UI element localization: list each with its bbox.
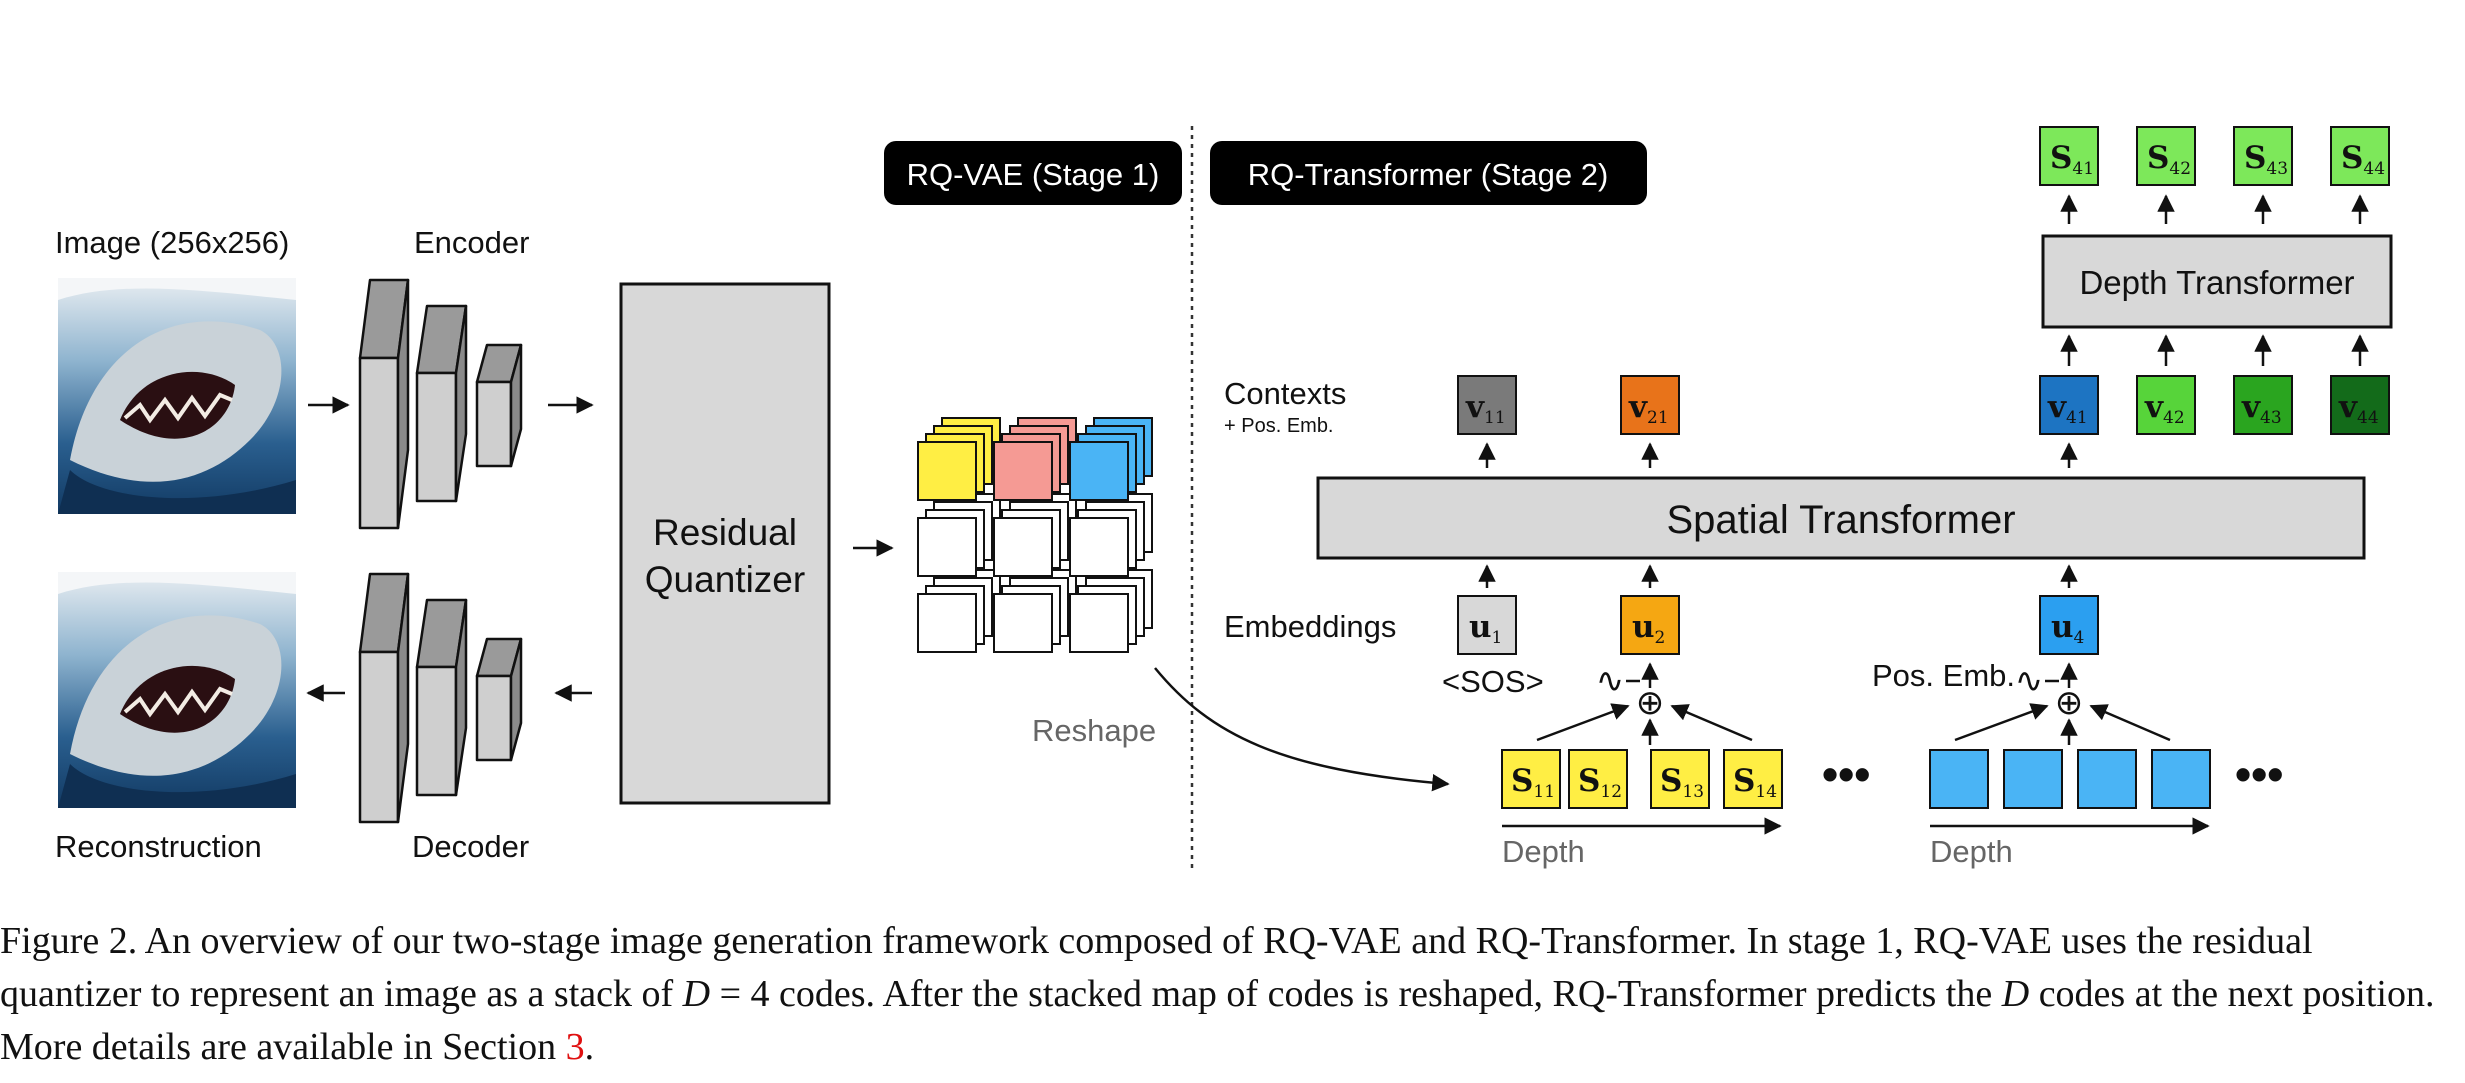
output-token-s44: S44 (2330, 126, 2390, 186)
sum-node-left: ⊕ ∿ (1536, 661, 1753, 745)
context-to-depth-arrows (2060, 334, 2369, 366)
context-tokens: v11 v21 v41 v42 v43 v44 (1457, 375, 2390, 435)
output-token-s43: S43 (2233, 126, 2293, 186)
encoder-label: Encoder (414, 225, 529, 260)
code-token-s14: S14 (1723, 749, 1783, 809)
svg-text:S42: S42 (2147, 140, 2191, 179)
spatial-transformer-label: Spatial Transformer (1666, 498, 2015, 542)
ellipsis-left: ••• (1822, 748, 1870, 800)
plus-icon: ⊕ (2055, 683, 2084, 723)
sum-node-right: ⊕ ∿ (1954, 661, 2171, 745)
pos-emb-small-label: + Pos. Emb. (1224, 415, 1334, 437)
svg-text:v21: v21 (1628, 389, 1669, 428)
input-image (58, 278, 296, 514)
code-tokens: S11 S12 S13 S14 (1501, 749, 1783, 809)
figure-caption: Figure 2. An overview of our two-stage i… (0, 915, 2440, 1074)
reshape-label: Reshape (1032, 713, 1156, 748)
reconstruction-image (58, 572, 296, 808)
stage2-pill: RQ-Transformer (Stage 2) (1210, 141, 1647, 205)
code-stack-front (917, 441, 1129, 653)
pos-emb-label: Pos. Emb. (1872, 658, 2015, 693)
svg-text:S13: S13 (1660, 763, 1704, 802)
embeddings-label: Embeddings (1224, 609, 1396, 644)
code-stack (917, 417, 1153, 653)
stage2-label: RQ-Transformer (Stage 2) (1248, 157, 1609, 192)
embedding-tokens: u1 u2 u4 (1457, 595, 2099, 655)
quantizer-line2: Quantizer (645, 559, 805, 600)
context-token-v43: v43 (2233, 375, 2293, 435)
svg-text:v11: v11 (1465, 389, 1506, 428)
encoder-layers (358, 278, 523, 530)
svg-text:u4: u4 (2051, 609, 2084, 648)
reshape-arrow (1154, 667, 1450, 792)
contexts-label: Contexts (1224, 376, 1346, 411)
code-tokens-blue (1929, 749, 2211, 809)
section-reference-link[interactable]: 3 (565, 1026, 585, 1068)
caption-math-d2: D (2001, 973, 2030, 1015)
reconstruction-label: Reconstruction (55, 829, 262, 864)
embedding-token-u4: u4 (2039, 595, 2099, 655)
caption-text-end: . (584, 1026, 595, 1068)
code-token-s11: S11 (1501, 749, 1561, 809)
depth-label-right: Depth (1930, 834, 2013, 869)
svg-text:S14: S14 (1733, 763, 1777, 802)
svg-text:S11: S11 (1511, 763, 1555, 802)
embedding-token-u1: u1 (1457, 595, 1517, 655)
svg-text:S44: S44 (2341, 140, 2385, 179)
output-tokens: S41 S42 S43 S44 (2039, 126, 2390, 186)
output-token-s42: S42 (2136, 126, 2196, 186)
figure-diagram: RQ-VAE (Stage 1) RQ-Transformer (Stage 2… (55, 126, 2393, 870)
decoder-label: Decoder (412, 829, 529, 864)
context-token-v21: v21 (1620, 375, 1680, 435)
context-token-v41: v41 (2039, 375, 2099, 435)
sine-icon: ∿ (2015, 661, 2044, 701)
svg-text:v43: v43 (2241, 389, 2282, 428)
svg-text:S41: S41 (2050, 140, 2094, 179)
caption-math-d1: D (682, 973, 711, 1015)
svg-text:v44: v44 (2338, 389, 2379, 428)
stage1-pill: RQ-VAE (Stage 1) (884, 141, 1182, 205)
code-token-s12: S12 (1568, 749, 1628, 809)
context-token-v44: v44 (2330, 375, 2390, 435)
svg-text:v41: v41 (2047, 389, 2088, 428)
svg-text:S12: S12 (1578, 763, 1622, 802)
plus-icon: ⊕ (1636, 683, 1665, 723)
code-token-s13: S13 (1650, 749, 1710, 809)
depth-output-arrows (2060, 194, 2369, 224)
context-token-v42: v42 (2136, 375, 2196, 435)
quantizer-line1: Residual (653, 512, 797, 553)
depth-transformer-box: Depth Transformer (2041, 234, 2393, 329)
spatial-to-context-arrows (1478, 442, 2078, 468)
caption-text-1: Figure 2. An overview of our two-stage i… (0, 920, 2313, 1015)
embedding-to-spatial-arrows (1478, 564, 2078, 588)
depth-label-left: Depth (1502, 834, 1585, 869)
residual-quantizer-box: Residual Quantizer (619, 282, 831, 805)
caption-text-3: codes at the next position. More details… (0, 973, 2435, 1068)
context-token-v11: v11 (1457, 375, 1517, 435)
caption-text-2: = 4 codes. After the stacked map of code… (710, 973, 2002, 1015)
sos-label: <SOS> (1442, 664, 1544, 699)
embedding-token-u2: u2 (1620, 595, 1680, 655)
ellipsis-right: ••• (2235, 748, 2283, 800)
svg-text:u2: u2 (1632, 609, 1665, 648)
svg-text:u1: u1 (1469, 609, 1502, 648)
spatial-transformer-box: Spatial Transformer (1316, 476, 2366, 560)
depth-transformer-label: Depth Transformer (2079, 264, 2354, 301)
stage1-label: RQ-VAE (Stage 1) (907, 157, 1160, 192)
output-token-s41: S41 (2039, 126, 2099, 186)
svg-text:v42: v42 (2144, 389, 2185, 428)
svg-text:S43: S43 (2244, 140, 2288, 179)
image-label: Image (256x256) (55, 225, 289, 260)
sine-icon: ∿ (1596, 661, 1625, 701)
decoder-layers (358, 572, 523, 824)
